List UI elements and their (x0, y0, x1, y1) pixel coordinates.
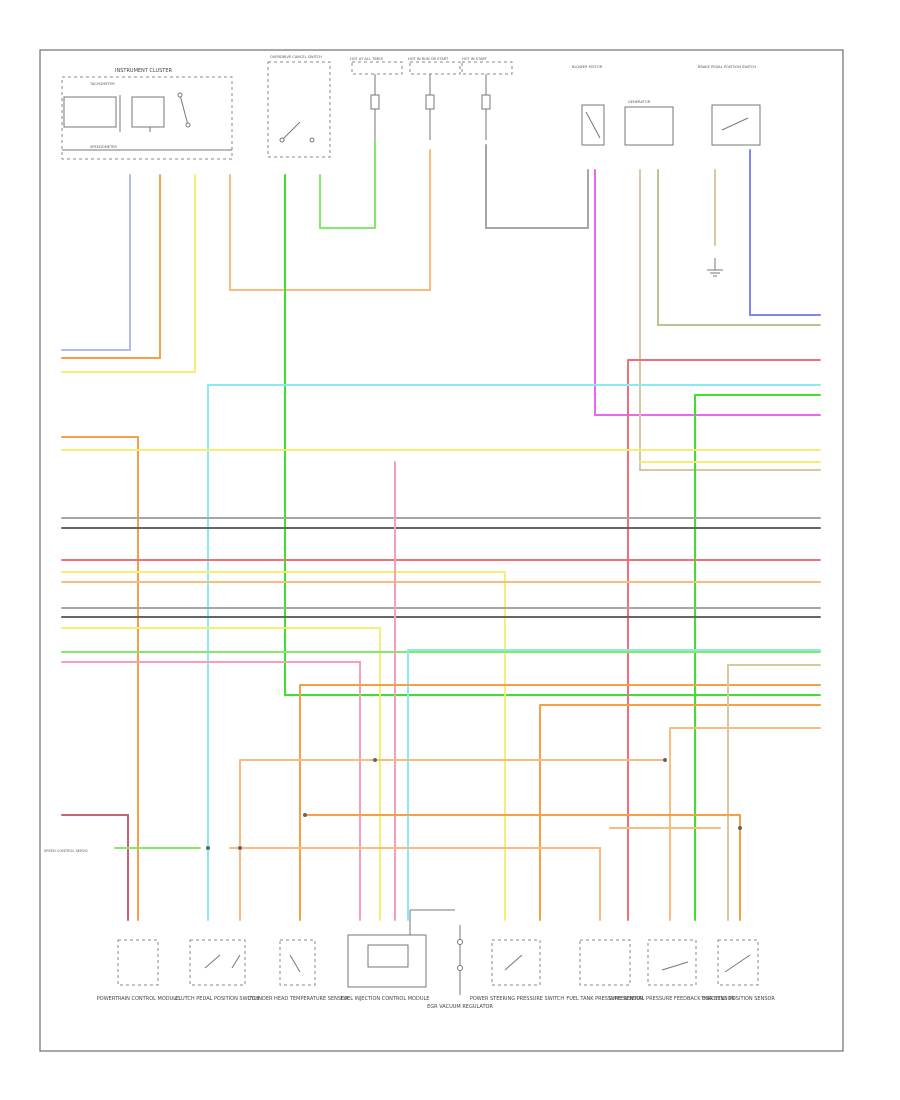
splice-dot (238, 846, 242, 850)
brake-switch-label: BRAKE PEDAL POSITION SWITCH (698, 65, 756, 69)
splice-dot (303, 813, 307, 817)
speedometer-label: SPEEDOMETER (90, 145, 117, 149)
instrument-cluster-label: INSTRUMENT CLUSTER (115, 68, 173, 74)
throttle-position-sensor: THROTTLE POSITION SENSOR (700, 939, 775, 1002)
overdrive-signal-wire (284, 174, 821, 696)
fuse-hot-in-start: HOT IN START (461, 57, 513, 140)
pcm-orange-wire (61, 436, 139, 921)
ground-symbol (707, 258, 723, 277)
light-orange-wire-2 (669, 727, 821, 921)
overdrive-wire (229, 149, 431, 291)
tan-wire (727, 664, 821, 921)
orange-bus-wire (299, 684, 821, 921)
splice-dot (373, 758, 377, 762)
blower-wire (594, 169, 821, 416)
wire-group (61, 139, 821, 921)
pink-wire (61, 661, 361, 921)
egr-regulator-label: EGR VACUUM REGULATOR (427, 1004, 493, 1010)
dpfe-sensor-label: DIFFERENTIAL PRESSURE FEEDBACK EGR SENSO… (609, 996, 735, 1002)
cluster-feed-wire (61, 174, 196, 373)
fuse-a-wire (319, 139, 376, 229)
green-bus-wire (694, 394, 821, 921)
generator: GENERATOR (624, 100, 674, 146)
blower-motor-label: BLOWER MOTOR (572, 65, 603, 69)
brake-pedal-position-switch: BRAKE PEDAL POSITION SWITCH (698, 65, 761, 146)
cyan-wire-2 (407, 649, 821, 921)
fuse-hot-at-all-times: HOT AT ALL TIMES (350, 57, 403, 140)
overdrive-cancel-switch-label: OVERDRIVE CANCEL SWITCH (270, 55, 322, 59)
generator-wire-b (657, 169, 821, 326)
light-orange-branch (239, 759, 666, 921)
orange-branch (304, 814, 741, 921)
overdrive-cancel-switch: OVERDRIVE CANCEL SWITCH (267, 55, 331, 158)
yellow-wire-3 (61, 627, 381, 921)
splice-dot (738, 826, 742, 830)
egr-vacuum-regulator: EGR VACUUM REGULATOR (427, 925, 493, 1010)
splice-dot (206, 846, 210, 850)
fuel-tank-pressure-sensor: FUEL TANK PRESSURE SENSOR (566, 939, 644, 1002)
pcm-label: POWERTRAIN CONTROL MODULE (97, 996, 179, 1002)
powertrain-control-module: POWERTRAIN CONTROL MODULE (97, 939, 179, 1002)
generator-label: GENERATOR (628, 100, 651, 104)
ficm-label: FUEL INJECTION CONTROL MODULE (341, 996, 430, 1002)
hot-at-all-times-label: HOT AT ALL TIMES (350, 57, 384, 61)
speedometer-wire (61, 174, 161, 359)
pcm-maroon-wire (61, 814, 129, 921)
tachometer-wire (61, 174, 131, 351)
hot-in-start-label: HOT IN START (462, 57, 488, 61)
blower-motor: BLOWER MOTOR (572, 65, 605, 146)
tachometer-label: TACHOMETER (89, 82, 115, 86)
diagram-frame (39, 49, 844, 1052)
ps-switch-label: POWER STEERING PRESSURE SWITCH (470, 996, 565, 1002)
generator-wire-a (639, 169, 821, 471)
ftp-sensor-label: FUEL TANK PRESSURE SENSOR (566, 996, 644, 1002)
brake-wire-b (749, 149, 821, 316)
tps-label: THROTTLE POSITION SENSOR (700, 996, 775, 1002)
hot-in-run-or-start-label: HOT IN RUN OR START (408, 57, 449, 61)
cylinder-head-temperature-sensor: CYLINDER HEAD TEMPERATURE SENSOR (248, 939, 349, 1002)
yellow-green-wire (61, 571, 506, 921)
fuel-injection-control-module: FUEL INJECTION CONTROL MODULE (341, 909, 455, 1002)
speed-control-servo-label: SPEED CONTROL SERVO (44, 849, 88, 853)
splice-dot (663, 758, 667, 762)
clutch-pedal-position-switch: CLUTCH PEDAL POSITION SWITCH (175, 939, 259, 1002)
differential-pressure-feedback-egr-sensor: DIFFERENTIAL PRESSURE FEEDBACK EGR SENSO… (609, 939, 735, 1002)
fuse-hot-in-run-or-start: HOT IN RUN OR START (408, 57, 461, 140)
start-wire (485, 144, 589, 229)
orange-bus-wire-2 (539, 704, 821, 921)
clutch-switch-label: CLUTCH PEDAL POSITION SWITCH (175, 996, 259, 1002)
red-bus-wire (627, 359, 821, 921)
instrument-cluster: INSTRUMENT CLUSTER TACHOMETER SPEEDOMETE… (61, 68, 233, 160)
power-steering-pressure-switch: POWER STEERING PRESSURE SWITCH (470, 939, 565, 1002)
light-orange-branch-2 (229, 847, 601, 921)
cht-sensor-label: CYLINDER HEAD TEMPERATURE SENSOR (248, 996, 349, 1002)
